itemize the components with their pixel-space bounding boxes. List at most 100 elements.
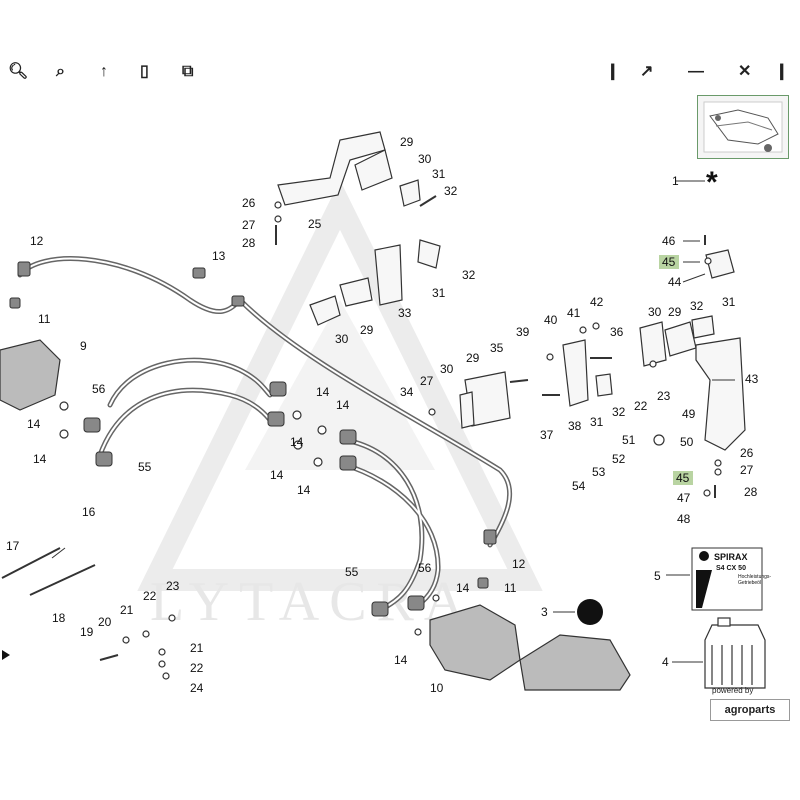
callout-22[interactable]: 22 — [190, 661, 204, 675]
callout-45[interactable]: 45 — [662, 255, 676, 269]
callout-23[interactable]: 23 — [657, 389, 671, 403]
callout-45[interactable]: 45 — [676, 471, 690, 485]
callout-21[interactable]: 21 — [190, 641, 204, 655]
share-icon[interactable]: ↗ — [640, 63, 654, 80]
callout-18[interactable]: 18 — [52, 611, 66, 625]
callout-56[interactable]: 56 — [92, 382, 106, 396]
callout-24[interactable]: 24 — [190, 681, 204, 695]
callout-41[interactable]: 41 — [567, 306, 581, 320]
callout-11[interactable]: 11 — [504, 581, 517, 595]
callout-30[interactable]: 30 — [440, 362, 454, 376]
callout-28[interactable]: 28 — [744, 485, 758, 499]
fit-icon[interactable]: ▯ — [140, 63, 149, 80]
callout-13[interactable]: 13 — [212, 249, 226, 263]
callout-49[interactable]: 49 — [682, 407, 696, 421]
callout-53[interactable]: 53 — [592, 465, 606, 479]
callout-27[interactable]: 27 — [420, 374, 434, 388]
callout-39[interactable]: 39 — [516, 325, 530, 339]
callout-32[interactable]: 32 — [462, 268, 476, 282]
pointer-icon[interactable]: ↑ — [100, 63, 108, 80]
callout-12[interactable]: 12 — [512, 557, 526, 571]
callout-44[interactable]: 44 — [668, 275, 682, 289]
menu-icon[interactable]: ❙ — [775, 63, 789, 80]
callout-32[interactable]: 32 — [690, 299, 704, 313]
callout-50[interactable]: 50 — [680, 435, 694, 449]
zoom-out-icon[interactable]: 🔍︎ — [8, 63, 29, 80]
callout-47[interactable]: 47 — [677, 491, 691, 505]
callout-43[interactable]: 43 — [745, 372, 759, 386]
callout-23[interactable]: 23 — [166, 579, 180, 593]
callout-27[interactable]: 27 — [242, 218, 256, 232]
callout-46[interactable]: 46 — [662, 234, 676, 248]
callout-26[interactable]: 26 — [740, 446, 754, 460]
callout-14[interactable]: 14 — [336, 398, 350, 412]
callout-33[interactable]: 33 — [398, 306, 412, 320]
callout-29[interactable]: 29 — [360, 323, 374, 337]
brackets — [277, 131, 746, 451]
callout-31[interactable]: 31 — [432, 167, 446, 181]
callout-22[interactable]: 22 — [634, 399, 648, 413]
callout-48[interactable]: 48 — [677, 512, 691, 526]
callout-40[interactable]: 40 — [544, 313, 558, 327]
callout-22[interactable]: 22 — [143, 589, 157, 603]
callout-1[interactable]: 1 — [672, 174, 679, 188]
zoom-in-icon[interactable]: ⌕ — [56, 63, 65, 80]
callout-52[interactable]: 52 — [612, 452, 626, 466]
callout-14[interactable]: 14 — [27, 417, 41, 431]
callout-51[interactable]: 51 — [622, 433, 636, 447]
callout-12[interactable]: 12 — [30, 234, 44, 248]
callout-34[interactable]: 34 — [400, 385, 414, 399]
close-icon[interactable]: ✕ — [738, 63, 752, 80]
callout-42[interactable]: 42 — [590, 295, 604, 309]
callout-17[interactable]: 17 — [6, 539, 20, 553]
callout-11[interactable]: 11 — [38, 312, 51, 326]
callout-30[interactable]: 30 — [418, 152, 432, 166]
callout-14[interactable]: 14 — [290, 435, 304, 449]
callout-9[interactable]: 9 — [80, 339, 87, 353]
fullscreen-icon[interactable]: ⧉ — [182, 63, 194, 80]
callout-55[interactable]: 55 — [138, 460, 152, 474]
agroparts-logo[interactable]: agroparts — [710, 699, 790, 721]
callout-26[interactable]: 26 — [242, 196, 256, 210]
callout-32[interactable]: 32 — [612, 405, 626, 419]
callout-30[interactable]: 30 — [648, 305, 662, 319]
callout-37[interactable]: 37 — [540, 428, 554, 442]
callout-19[interactable]: 19 — [80, 625, 94, 639]
callout-5[interactable]: 5 — [654, 569, 661, 583]
callout-29[interactable]: 29 — [466, 351, 480, 365]
callout-14[interactable]: 14 — [456, 581, 470, 595]
callout-3[interactable]: 3 — [541, 605, 548, 619]
callout-21[interactable]: 21 — [120, 603, 134, 617]
overview-thumbnail[interactable] — [697, 95, 789, 159]
callout-30[interactable]: 30 — [335, 332, 349, 346]
callout-28[interactable]: 28 — [242, 236, 256, 250]
prev-page-icon[interactable] — [2, 650, 10, 660]
callout-14[interactable]: 14 — [394, 653, 408, 667]
callout-25[interactable]: 25 — [308, 217, 322, 231]
callout-14[interactable]: 14 — [316, 385, 330, 399]
fittings — [9, 261, 497, 617]
callout-29[interactable]: 29 — [668, 305, 682, 319]
callout-14[interactable]: 14 — [270, 468, 284, 482]
callout-10[interactable]: 10 — [430, 681, 444, 695]
callout-31[interactable]: 31 — [722, 295, 736, 309]
callout-14[interactable]: 14 — [297, 483, 311, 497]
callout-29[interactable]: 29 — [400, 135, 414, 149]
callout-32[interactable]: 32 — [444, 184, 458, 198]
callout-31[interactable]: 31 — [590, 415, 604, 429]
callout-55[interactable]: 55 — [345, 565, 359, 579]
callout-54[interactable]: 54 — [572, 479, 586, 493]
callout-38[interactable]: 38 — [568, 419, 582, 433]
minus-icon[interactable]: — — [688, 63, 704, 80]
callout-16[interactable]: 16 — [82, 505, 96, 519]
callout-35[interactable]: 35 — [490, 341, 504, 355]
callout-36[interactable]: 36 — [610, 325, 624, 339]
callout-14[interactable]: 14 — [33, 452, 47, 466]
callout-4[interactable]: 4 — [662, 655, 669, 669]
info-icon[interactable]: ❙ — [606, 63, 620, 80]
callout-56[interactable]: 56 — [418, 561, 432, 575]
callout-27[interactable]: 27 — [740, 463, 754, 477]
callout-20[interactable]: 20 — [98, 615, 112, 629]
callout-31[interactable]: 31 — [432, 286, 446, 300]
watermark-text: LYTACRA — [150, 571, 474, 633]
